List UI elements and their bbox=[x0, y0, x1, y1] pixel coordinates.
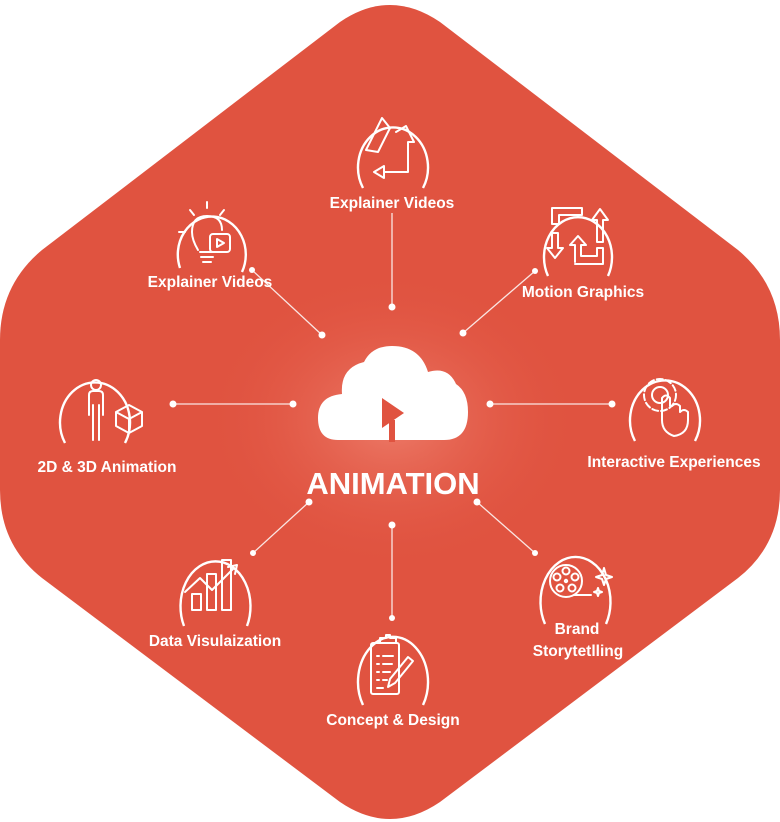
node-2d-3d-animation[interactable]: 2D & 3D Animation bbox=[38, 379, 177, 476]
person-cube-icon bbox=[88, 379, 143, 441]
node-ring bbox=[542, 215, 614, 277]
connector-dot bbox=[249, 267, 255, 273]
bar-chart-arrow-icon bbox=[184, 559, 238, 611]
connector-dot bbox=[169, 400, 177, 408]
node-label: 2D & 3D Animation bbox=[38, 459, 177, 476]
connector-dot bbox=[250, 550, 256, 556]
film-reel-icon bbox=[549, 564, 613, 598]
connector-dot bbox=[318, 331, 326, 339]
node-motion-graphics[interactable]: Motion Graphics bbox=[522, 207, 644, 301]
node-ring bbox=[179, 560, 252, 627]
connector-dot bbox=[388, 303, 396, 311]
connector-dot bbox=[305, 498, 313, 506]
node-label: Interactive Experiences bbox=[587, 454, 760, 471]
connector-top-left bbox=[251, 269, 323, 336]
clipboard-pencil-icon bbox=[370, 634, 414, 695]
node-ring bbox=[356, 635, 430, 706]
node-label-line1: Brand bbox=[555, 621, 600, 638]
connector-dot bbox=[532, 550, 538, 556]
connector-dot bbox=[608, 400, 616, 408]
connector-top-right bbox=[462, 270, 536, 334]
lightbulb-video-icon bbox=[178, 201, 231, 263]
gear-hand-icon bbox=[643, 378, 689, 437]
node-explainer-videos-left[interactable]: Explainer Videos bbox=[148, 201, 273, 291]
connectors bbox=[169, 213, 616, 621]
connector-dot bbox=[459, 329, 467, 337]
connector-dot bbox=[532, 268, 538, 274]
node-data-visualization[interactable]: Data Visulaization bbox=[149, 559, 281, 650]
center-title: ANIMATION bbox=[306, 466, 479, 501]
cloud-play-icon bbox=[318, 346, 468, 440]
node-label: Explainer Videos bbox=[148, 274, 273, 291]
connector-bottom-right bbox=[476, 501, 536, 554]
node-interactive-experiences[interactable]: Interactive Experiences bbox=[587, 378, 761, 471]
motion-arrows-icon bbox=[546, 207, 609, 265]
connector-dot bbox=[486, 400, 494, 408]
node-label-line2: Storytetlling bbox=[533, 643, 623, 660]
node-explainer-videos-top[interactable]: Explainer Videos bbox=[330, 117, 455, 212]
recycle-arrows-icon bbox=[365, 117, 415, 179]
node-ring bbox=[628, 379, 702, 442]
center-hub: ANIMATION bbox=[306, 346, 480, 501]
node-brand-storytelling[interactable]: Brand Storytetlling bbox=[533, 555, 623, 660]
node-label: Explainer Videos bbox=[330, 195, 455, 212]
play-stem bbox=[389, 420, 395, 442]
connector-dot bbox=[473, 498, 481, 506]
node-concept-design[interactable]: Concept & Design bbox=[326, 634, 460, 729]
connector-dot bbox=[388, 521, 396, 529]
node-label: Concept & Design bbox=[326, 712, 459, 729]
connector-dot bbox=[289, 400, 297, 408]
node-ring bbox=[539, 555, 612, 625]
connector-dot bbox=[389, 615, 395, 621]
node-label: Data Visulaization bbox=[149, 633, 281, 650]
node-label: Motion Graphics bbox=[522, 284, 644, 301]
node-ring bbox=[356, 126, 430, 189]
connector-bottom-left bbox=[252, 501, 310, 554]
play-triangle bbox=[382, 398, 404, 428]
